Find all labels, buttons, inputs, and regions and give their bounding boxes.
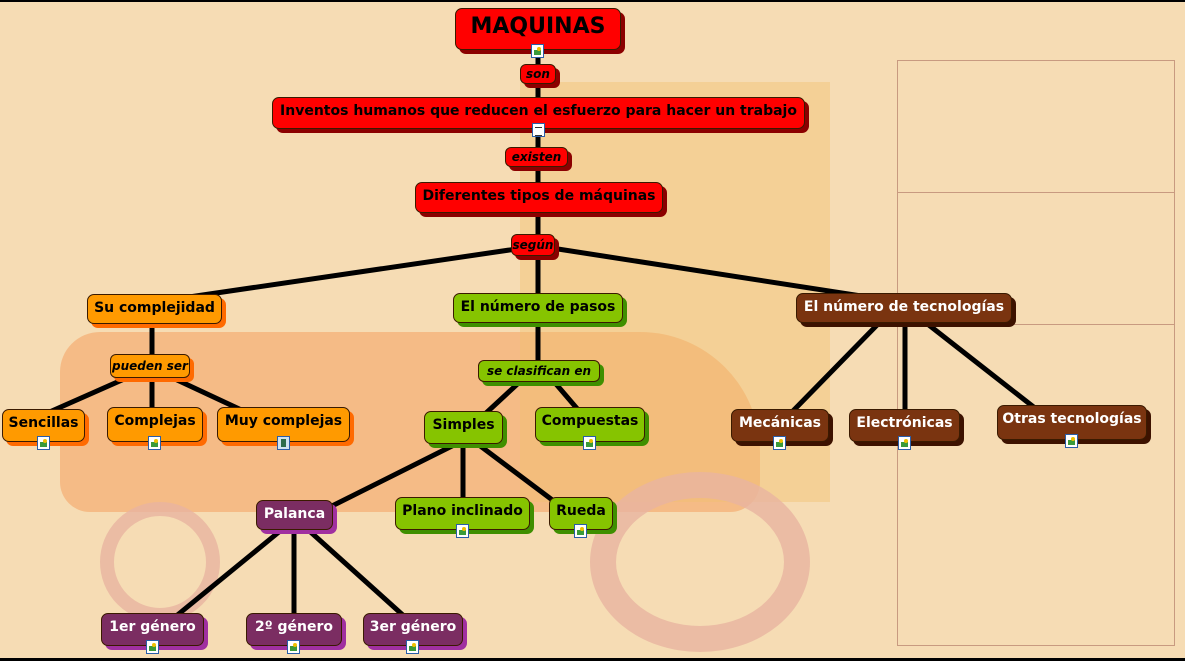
concept-muy-complejas[interactable]: Muy complejas xyxy=(217,407,350,450)
link-line xyxy=(303,525,407,619)
link-line xyxy=(548,375,582,414)
concept-simples[interactable]: Simples xyxy=(424,411,503,444)
concept-3er-genero[interactable]: 3er género xyxy=(363,613,463,654)
video-icon[interactable] xyxy=(276,436,290,450)
image-icon[interactable] xyxy=(773,436,786,450)
concept-diferentes-tipos[interactable]: Diferentes tipos de máquinas xyxy=(415,182,663,213)
link-line xyxy=(154,244,531,305)
concept-compuestas[interactable]: Compuestas xyxy=(535,407,645,450)
linking-phrase-son[interactable]: son xyxy=(520,64,556,84)
link-line xyxy=(328,439,462,510)
link-line xyxy=(923,320,1042,414)
linking-phrase-pueden-ser[interactable]: pueden ser xyxy=(110,354,190,378)
linking-phrase-existen[interactable]: existen xyxy=(505,147,568,167)
link-line xyxy=(788,320,882,416)
image-icon[interactable] xyxy=(574,524,587,538)
image-icon[interactable] xyxy=(1065,434,1078,448)
concept-maquinas[interactable]: MAQUINAS xyxy=(455,8,621,58)
concept-electronicas[interactable]: Electrónicas xyxy=(849,409,960,450)
image-icon[interactable] xyxy=(897,436,911,450)
image-icon[interactable] xyxy=(406,640,419,654)
document-icon[interactable] xyxy=(531,123,545,137)
concept-rueda[interactable]: Rueda xyxy=(549,497,613,538)
concept-plano-inclinado[interactable]: Plano inclinado xyxy=(395,497,530,538)
linking-phrase-se-clasifican-en[interactable]: se clasifican en xyxy=(478,360,600,382)
concept-2o-genero[interactable]: 2º género xyxy=(246,613,342,654)
image-icon[interactable] xyxy=(455,524,469,538)
concept-otras-tecnologias[interactable]: Otras tecnologías xyxy=(997,405,1147,448)
linking-phrase-segun[interactable]: según xyxy=(511,234,555,256)
link-line xyxy=(483,375,527,416)
concept-1er-genero[interactable]: 1er género xyxy=(101,613,204,654)
concept-inventos[interactable]: Inventos humanos que reducen el esfuerzo… xyxy=(272,97,805,137)
background-notebook-divider xyxy=(897,324,1175,325)
concept-sencillas[interactable]: Sencillas xyxy=(2,409,85,450)
image-icon[interactable] xyxy=(36,436,50,450)
link-line xyxy=(173,525,287,619)
link-line xyxy=(473,440,557,504)
background-notebook-panel xyxy=(897,60,1175,646)
image-icon[interactable] xyxy=(531,44,544,58)
image-icon[interactable] xyxy=(148,436,161,450)
concept-numero-tecnologias[interactable]: El número de tecnologías xyxy=(796,293,1012,323)
link-line xyxy=(544,244,901,305)
image-icon[interactable] xyxy=(145,640,159,654)
concept-palanca[interactable]: Palanca xyxy=(256,500,333,530)
image-icon[interactable] xyxy=(287,640,300,654)
concept-complejas[interactable]: Complejas xyxy=(107,407,203,450)
concept-numero-pasos[interactable]: El número de pasos xyxy=(453,293,623,323)
link-line xyxy=(43,369,142,417)
concept-su-complejidad[interactable]: Su complejidad xyxy=(87,294,222,324)
image-icon[interactable] xyxy=(583,436,596,450)
background-notebook-divider xyxy=(897,192,1175,193)
concept-mecanicas[interactable]: Mecánicas xyxy=(731,409,829,450)
